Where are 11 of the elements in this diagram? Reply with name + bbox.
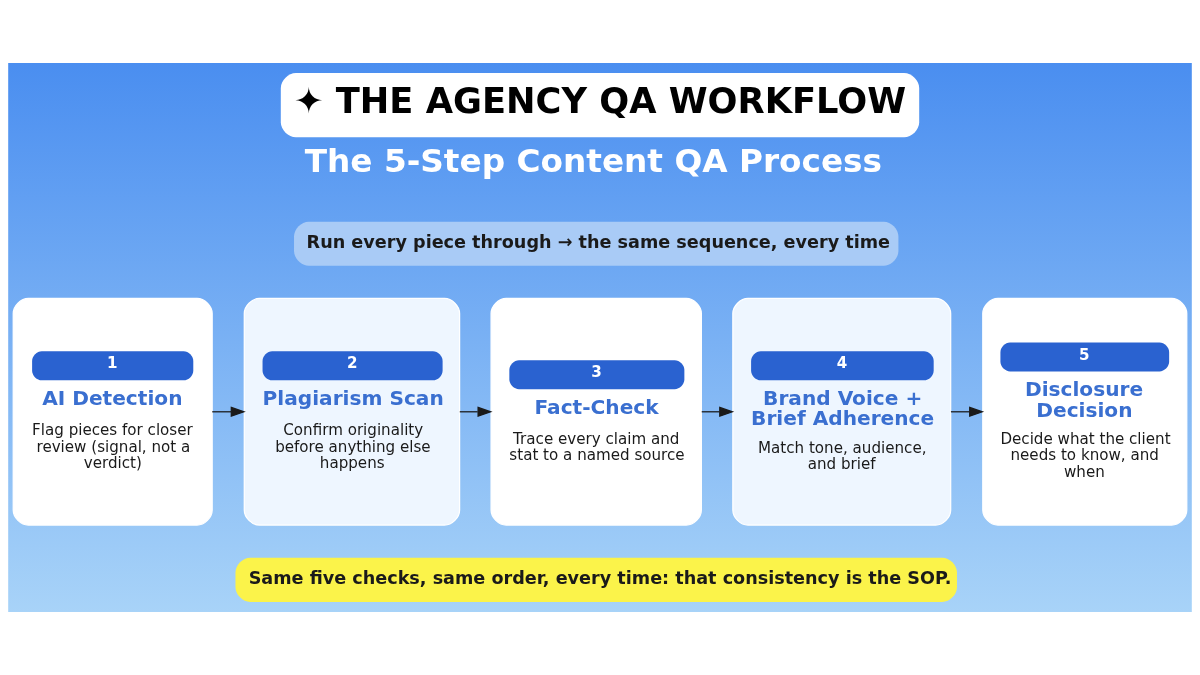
diagram-title: ✦ THE AGENCY QA WORKFLOW (294, 80, 907, 122)
label: Run every piece through → the same sequence, every time (306, 231, 891, 252)
arrow (211, 406, 246, 418)
node-box: 3 Fact-Check Trace every claim and stat to a named source (490, 297, 702, 526)
node-box: 2 Plagiarism Scan Confirm originality before anything else happens (243, 297, 461, 526)
node-box: 5 Disclosure Decision Decide what the client needs to know, and when (982, 297, 1188, 526)
node-box: 1 AI Detection Flag pieces for closer review (signal, not a verdict) (12, 297, 213, 526)
label: The 5-Step Content QA Process (304, 142, 883, 181)
label: Same five checks, same order, every time: that consistency is the SOP. (248, 567, 952, 588)
arrow (950, 406, 985, 418)
node-box: 4 Brand Voice + Brief Adherence Match tone, audience, and brief (732, 297, 952, 526)
